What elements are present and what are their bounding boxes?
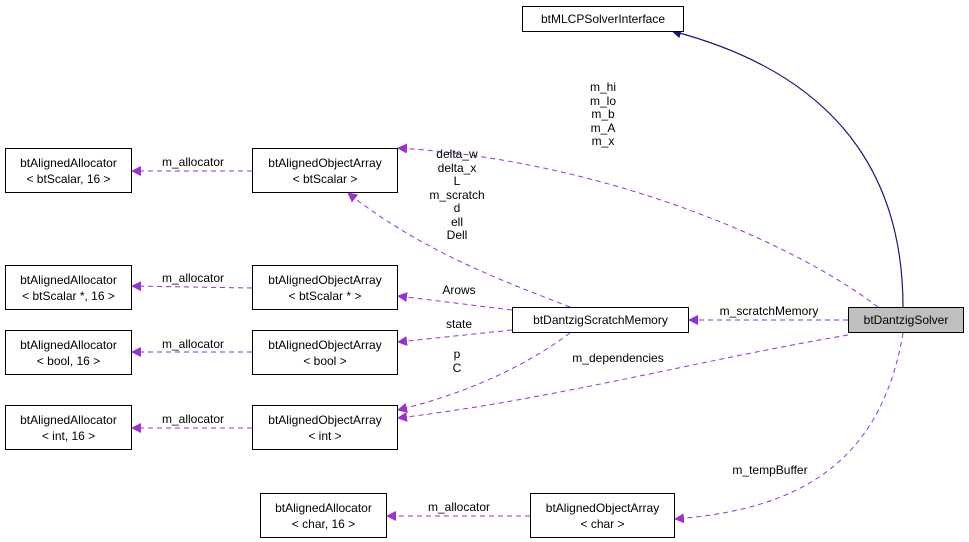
node-label-line2: < int > xyxy=(308,428,342,443)
node-label-line1: btAlignedObjectArray xyxy=(268,412,382,427)
edge-label-allocator-bool: m_allocator xyxy=(161,337,225,351)
node-label-line1: btAlignedAllocator xyxy=(20,337,117,352)
edge-label-scratch-memory: m_scratchMemory xyxy=(719,304,819,318)
node-array-int[interactable]: btAlignedObjectArray < int > xyxy=(252,405,398,450)
node-label-line2: < btScalar > xyxy=(292,171,358,186)
edge-label-scratch-scalar: delta_w delta_x L m_scratch d ell Dell xyxy=(429,147,485,242)
node-label-line2: < btScalar * > xyxy=(288,288,362,303)
node-allocator-scalar-ptr[interactable]: btAlignedAllocator < btScalar *, 16 > xyxy=(5,265,132,310)
node-label-line2: < char, 16 > xyxy=(291,516,356,531)
node-label-line1: btAlignedObjectArray xyxy=(268,155,382,170)
edge-alloc-scalar-ptr xyxy=(131,281,253,292)
edge-scratch-scalar xyxy=(347,192,571,308)
edge-label-arows: Arows xyxy=(442,283,476,297)
node-mlcp-solver-interface[interactable]: btMLCPSolverInterface xyxy=(522,6,684,32)
node-label-line2: < bool, 16 > xyxy=(36,353,101,368)
node-dantzig-scratch-memory[interactable]: btDantzigScratchMemory xyxy=(512,307,689,333)
node-label-line1: btAlignedAllocator xyxy=(20,412,117,427)
edge-label-p-c: p C xyxy=(452,347,462,375)
edge-state xyxy=(397,329,513,347)
node-label-line2: < btScalar, 16 > xyxy=(26,171,111,186)
edge-label-solver-members: m_hi m_lo m_b m_A m_x xyxy=(589,80,617,148)
edge-label-state: state xyxy=(445,317,473,331)
edge-arows xyxy=(397,292,513,311)
node-array-scalar[interactable]: btAlignedObjectArray < btScalar > xyxy=(252,148,398,193)
node-label-line1: btAlignedAllocator xyxy=(20,155,117,170)
node-label-line2: < btScalar *, 16 > xyxy=(22,288,115,303)
node-array-char[interactable]: btAlignedObjectArray < char > xyxy=(530,493,675,538)
node-label: btDantzigScratchMemory xyxy=(533,313,668,327)
node-label: btMLCPSolverInterface xyxy=(540,12,666,26)
node-label-line1: btAlignedObjectArray xyxy=(268,337,382,352)
node-allocator-int[interactable]: btAlignedAllocator < int, 16 > xyxy=(5,405,132,450)
node-dantzig-solver[interactable]: btDantzigSolver xyxy=(848,307,964,333)
node-allocator-char[interactable]: btAlignedAllocator < char, 16 > xyxy=(260,493,387,538)
node-label-line2: < int, 16 > xyxy=(41,428,96,443)
node-allocator-bool[interactable]: btAlignedAllocator < bool, 16 > xyxy=(5,330,132,375)
node-allocator-scalar[interactable]: btAlignedAllocator < btScalar, 16 > xyxy=(5,148,132,193)
node-label-line1: btAlignedAllocator xyxy=(275,500,372,515)
edge-p-c xyxy=(397,332,571,413)
edge-label-allocator-int: m_allocator xyxy=(161,412,225,426)
edge-temp-buffer xyxy=(674,332,904,524)
edge-label-allocator-scalar: m_allocator xyxy=(161,155,225,169)
node-label-line2: < char > xyxy=(580,516,625,531)
node-label-line1: btAlignedObjectArray xyxy=(268,272,382,287)
node-label-line1: btAlignedObjectArray xyxy=(545,500,660,515)
node-label-line1: btAlignedAllocator xyxy=(20,272,117,287)
node-label: btDantzigSolver xyxy=(863,313,949,327)
edge-label-dependencies: m_dependencies xyxy=(572,351,664,365)
edge-dependencies xyxy=(397,334,849,422)
edge-label-temp-buffer: m_tempBuffer xyxy=(732,463,808,477)
edge-label-allocator-scalar-ptr: m_allocator xyxy=(161,271,225,285)
node-array-bool[interactable]: btAlignedObjectArray < bool > xyxy=(252,330,398,375)
edge-label-allocator-char: m_allocator xyxy=(427,500,491,514)
node-label-line2: < bool > xyxy=(303,353,347,368)
edge-inheritance xyxy=(671,28,904,308)
node-array-scalar-ptr[interactable]: btAlignedObjectArray < btScalar * > xyxy=(252,265,398,310)
